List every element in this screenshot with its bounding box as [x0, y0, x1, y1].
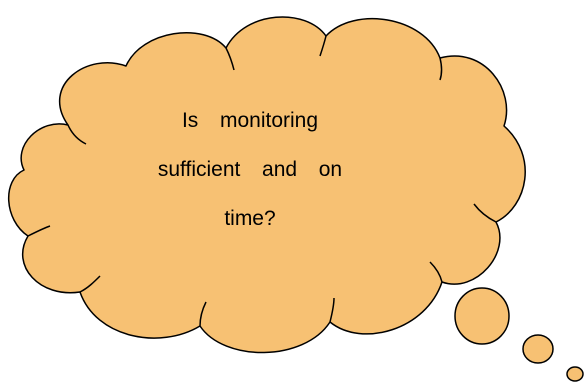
- thought-text-line-2: sufficient and on: [157, 158, 343, 181]
- thought-cloud: [8, 16, 526, 354]
- thought-text-line-3: time?: [224, 207, 276, 230]
- cloud-inner-fold: [27, 225, 51, 237]
- cloud-inner-fold: [67, 124, 87, 145]
- thought-bubble-large: [454, 287, 510, 345]
- cloud-inner-fold: [439, 57, 443, 81]
- cloud-inner-fold: [473, 203, 497, 223]
- cloud-inner-fold: [319, 35, 327, 57]
- cloud-inner-fold: [225, 47, 235, 71]
- thought-bubble-small: [566, 366, 584, 382]
- thought-cloud-shape: [8, 16, 526, 354]
- cloud-inner-fold: [329, 297, 335, 323]
- thought-text-line-1: Is monitoring: [181, 109, 319, 132]
- cloud-inner-fold: [199, 301, 207, 327]
- thought-bubble-medium: [522, 334, 554, 364]
- cloud-inner-fold: [429, 261, 443, 283]
- thought-text: Is monitoring sufficient and on time?: [115, 96, 385, 243]
- cloud-inner-fold: [79, 275, 101, 293]
